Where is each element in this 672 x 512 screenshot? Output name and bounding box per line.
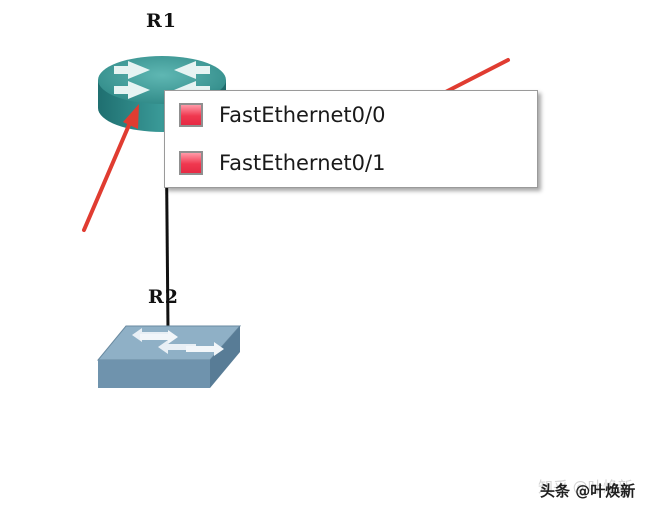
device-label-r1: R1 xyxy=(146,10,178,32)
menu-item-fastethernet0-0[interactable]: FastEthernet0/0 xyxy=(165,93,537,137)
interface-status-icon xyxy=(179,103,203,127)
device-label-r2: R2 xyxy=(148,286,180,308)
menu-item-label: FastEthernet0/1 xyxy=(219,151,386,175)
watermark-ghost-text: 知乎 @叶焕新 xyxy=(538,478,633,496)
watermark: 知乎 @叶焕新 头条 @叶焕新 xyxy=(538,476,666,504)
interface-status-icon xyxy=(179,151,203,175)
menu-item-fastethernet0-1[interactable]: FastEthernet0/1 xyxy=(165,141,537,185)
switch-r2-icon[interactable] xyxy=(96,325,242,388)
interface-context-menu: FastEthernet0/0 FastEthernet0/1 xyxy=(164,90,538,188)
menu-item-label: FastEthernet0/0 xyxy=(219,103,386,127)
annotation-arrow-left xyxy=(82,104,139,232)
watermark-text: 头条 @叶焕新 xyxy=(540,482,636,500)
